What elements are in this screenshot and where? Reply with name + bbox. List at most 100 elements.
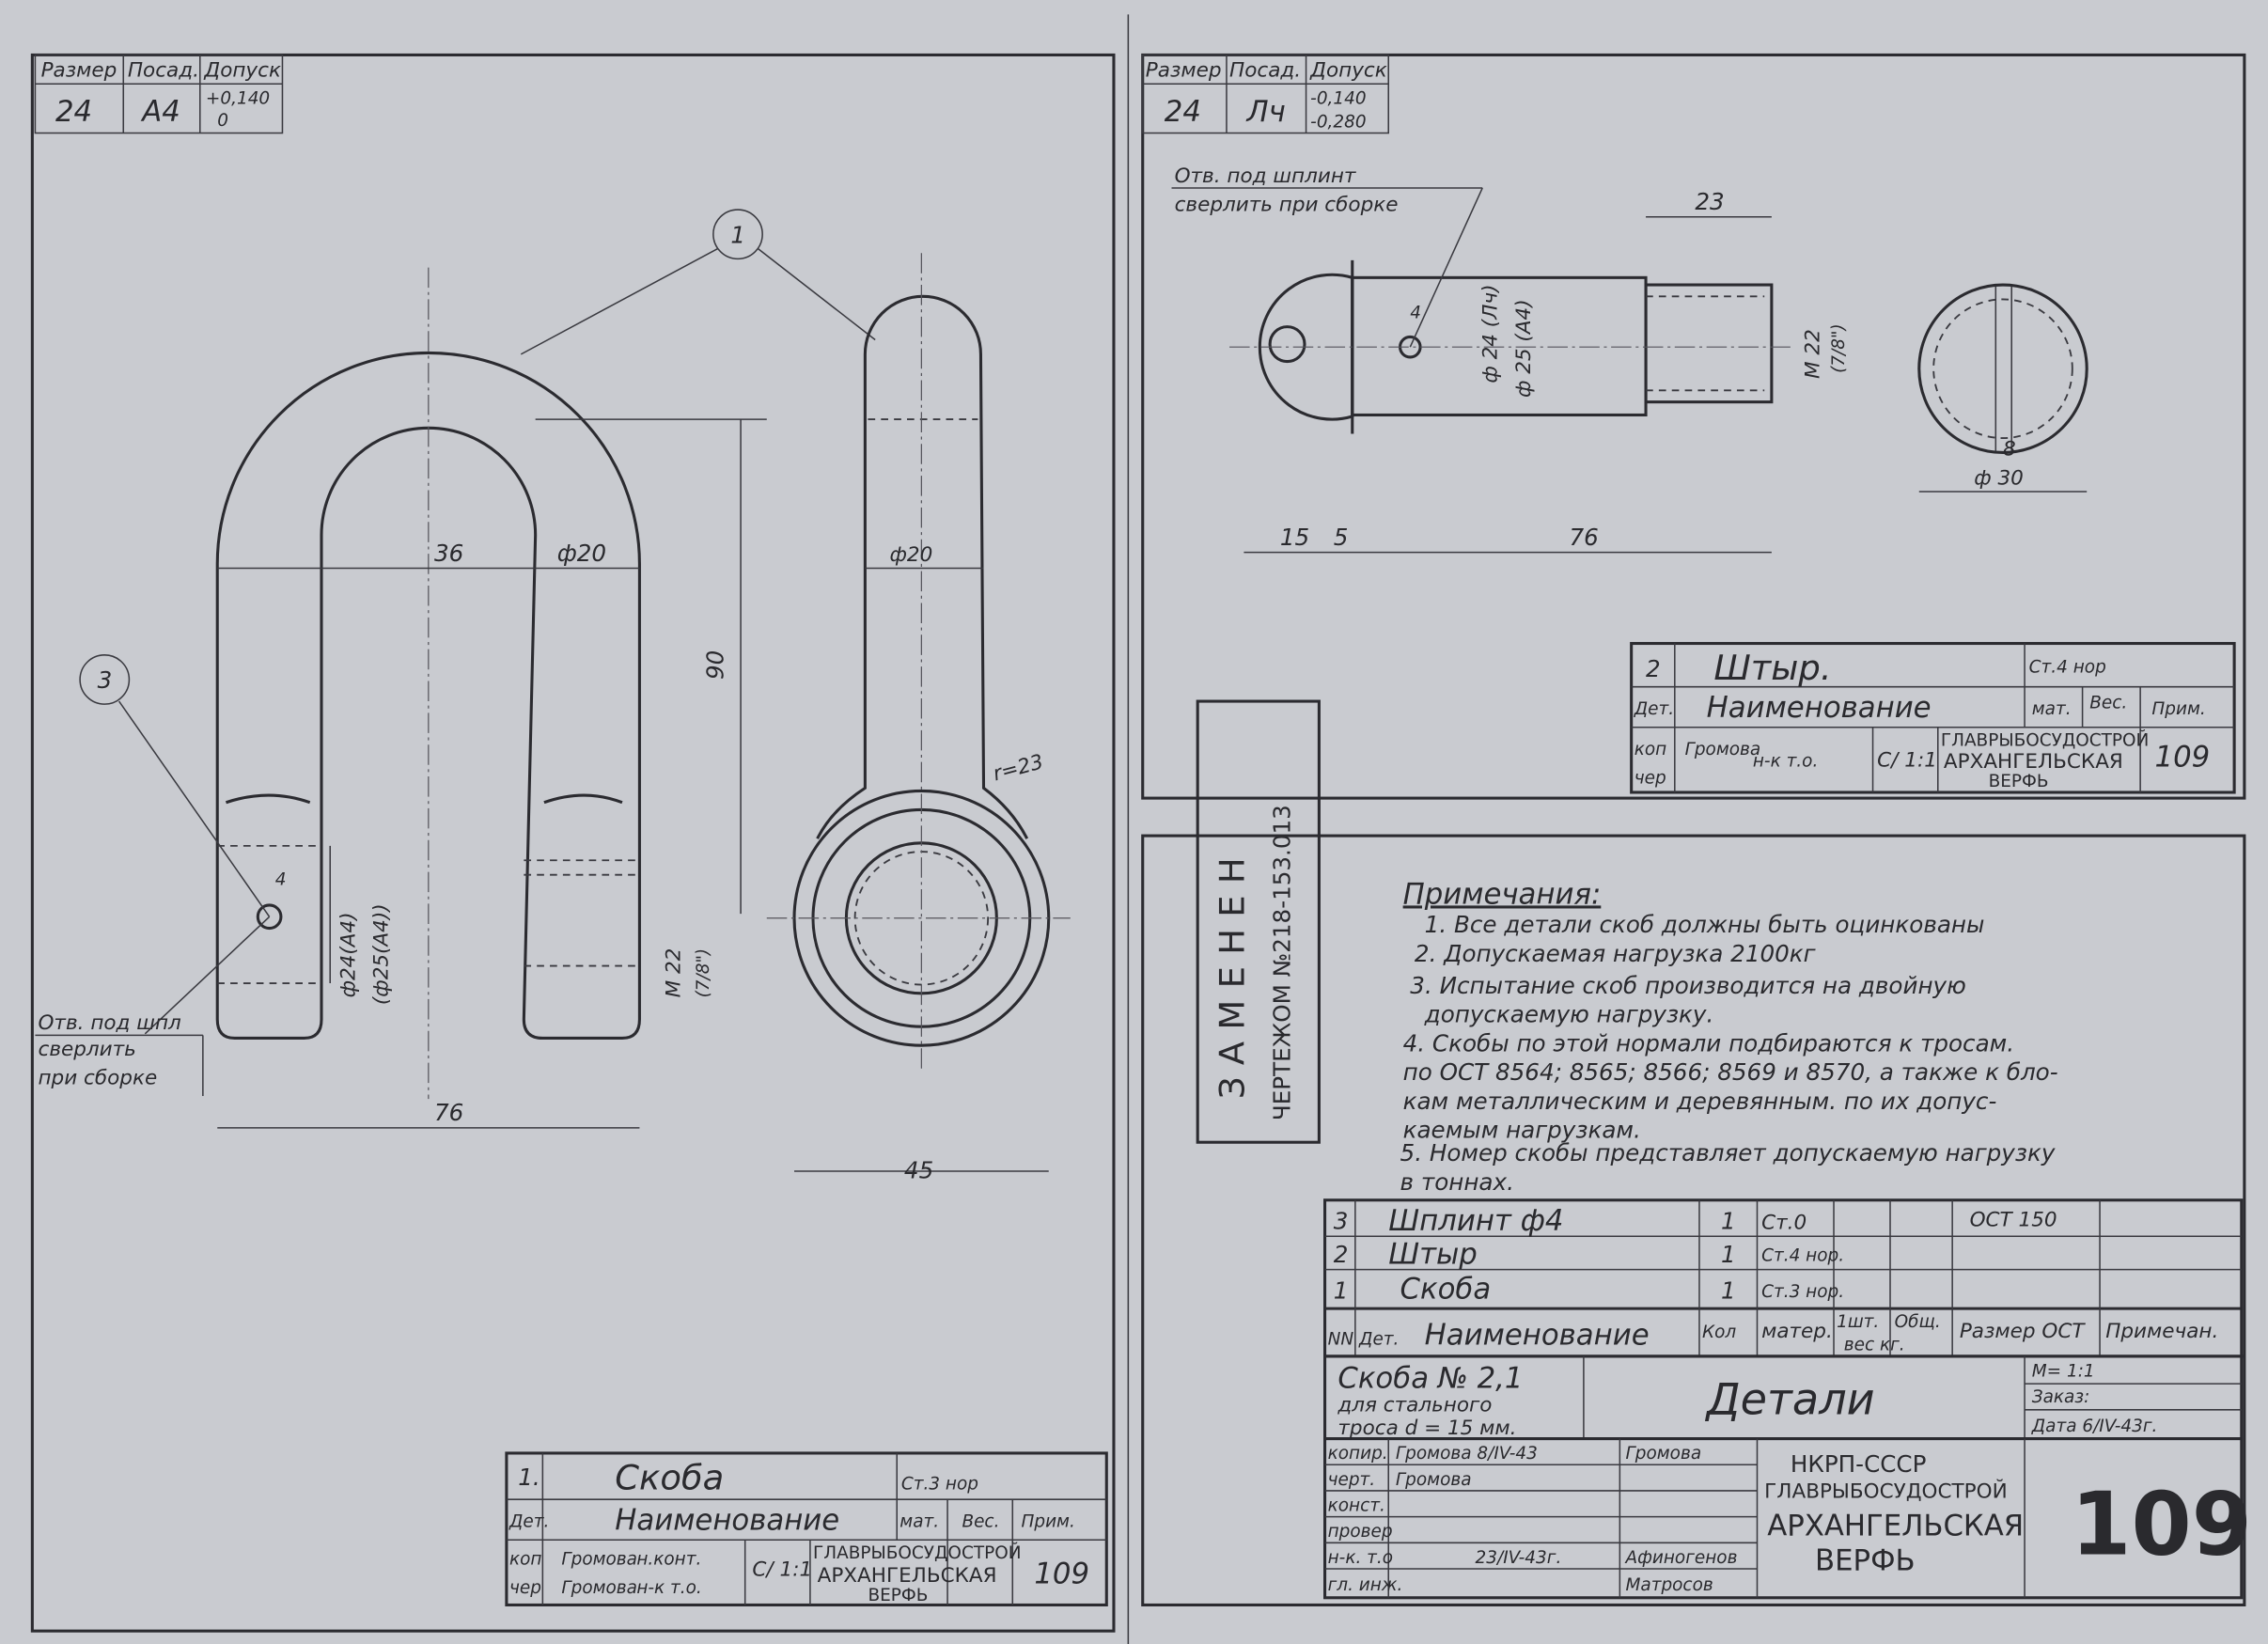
left-sheet-frame xyxy=(30,53,1116,1633)
main-title-block: Скоба № 2,1 для стального троса d = 15 м… xyxy=(1323,1354,2252,1600)
svg-text:Прим.: Прим. xyxy=(2151,699,2205,719)
svg-text:н-к. т.о: н-к. т.о xyxy=(1328,1548,1393,1568)
svg-text:кам металлическим и деревянным: кам металлическим и деревянным. по их до… xyxy=(1403,1088,1997,1115)
svg-text:ОСТ 150: ОСТ 150 xyxy=(1970,1208,2057,1231)
svg-text:24: 24 xyxy=(55,95,92,129)
spec-row: 2 Штыр 1 Ст.4 нор. xyxy=(1334,1237,1844,1271)
svg-text:ГЛАВРЫБОСУДОСТРОЙ: ГЛАВРЫБОСУДОСТРОЙ xyxy=(1764,1480,2007,1504)
svg-text:ВЕРФЬ: ВЕРФЬ xyxy=(1815,1544,1916,1578)
svg-text:Вес.: Вес. xyxy=(962,1511,999,1531)
callout-part-3: 3 Отв. под шпл сверлить при сборке xyxy=(35,654,271,1096)
svg-text:С/ 1:1: С/ 1:1 xyxy=(752,1558,812,1582)
svg-text:мат.: мат. xyxy=(2032,699,2072,719)
svg-text:Наименование: Наименование xyxy=(615,1503,839,1537)
svg-text:чер: чер xyxy=(1635,769,1666,789)
svg-text:Громова 8/IV-43: Громова 8/IV-43 xyxy=(1396,1444,1538,1464)
svg-text:н-к т.о.: н-к т.о. xyxy=(1753,751,1818,771)
svg-text:90: 90 xyxy=(702,650,729,680)
svg-text:M 22: M 22 xyxy=(662,948,685,998)
svg-text:троса d = 15 мм.: троса d = 15 мм. xyxy=(1337,1417,1516,1440)
svg-text:ЗАМЕНЕН: ЗАМЕНЕН xyxy=(1212,846,1252,1099)
svg-text:36: 36 xyxy=(434,540,463,567)
svg-text:коп: коп xyxy=(509,1549,541,1569)
svg-text:каемым нагрузкам.: каемым нагрузкам. xyxy=(1403,1117,1641,1144)
svg-text:109: 109 xyxy=(1034,1557,1089,1590)
svg-text:Громова: Громова xyxy=(1626,1444,1702,1464)
svg-text:Матросов: Матросов xyxy=(1626,1575,1713,1595)
pin-side-view: ф 24 (Лч) ф 25 (А4) M 22 (7/8") 23 15 5 … xyxy=(1171,164,1849,554)
svg-text:ф20: ф20 xyxy=(890,543,933,567)
spec-row: 1 Скоба 1 Ст.3 нор. xyxy=(1334,1272,1844,1306)
svg-text:Примечания:: Примечания: xyxy=(1403,877,1602,911)
svg-text:Наименование: Наименование xyxy=(1707,691,1932,725)
right-title-block: 2 Штыр. Ст.4 нор Дет. Наименование мат. … xyxy=(1630,641,2236,794)
svg-text:5. Номер скобы представляет до: 5. Номер скобы представляет допускаемую … xyxy=(1400,1139,2056,1166)
svg-text:в тоннах.: в тоннах. xyxy=(1400,1168,1514,1196)
svg-text:4: 4 xyxy=(1410,303,1421,322)
svg-text:Заказ:: Заказ: xyxy=(2032,1387,2090,1407)
svg-text:при сборке: при сборке xyxy=(38,1067,157,1090)
svg-text:Ст.3 нор.: Ст.3 нор. xyxy=(1761,1282,1844,1302)
svg-text:3: 3 xyxy=(98,666,113,694)
svg-text:Посад.: Посад. xyxy=(128,59,199,83)
svg-text:копир.: копир. xyxy=(1328,1444,1388,1464)
svg-text:ф24(А4): ф24(А4) xyxy=(336,912,360,997)
svg-text:Афиногенов: Афиногенов xyxy=(1625,1548,1738,1568)
svg-text:109: 109 xyxy=(2071,1474,2252,1575)
svg-text:(7/8"): (7/8") xyxy=(694,948,713,998)
svg-text:-0,280: -0,280 xyxy=(1310,112,1366,132)
svg-text:Кол: Кол xyxy=(1702,1323,1736,1342)
svg-text:Посад.: Посад. xyxy=(1229,59,1301,83)
spec-table: 3 Шплинт ф4 1 Ст.0 ОСТ 150 2 Штыр 1 Ст.4… xyxy=(1323,1198,2244,1358)
svg-text:Дет.: Дет. xyxy=(1634,699,1674,719)
right-top-frame xyxy=(1141,53,2246,800)
svg-text:Дет.: Дет. xyxy=(508,1511,549,1531)
svg-text:8: 8 xyxy=(2003,438,2016,462)
svg-text:-0,140: -0,140 xyxy=(1310,89,1366,109)
svg-text:2: 2 xyxy=(1334,1241,1349,1268)
svg-text:для стального: для стального xyxy=(1337,1393,1492,1417)
svg-text:45: 45 xyxy=(904,1157,933,1184)
svg-text:ВЕРФЬ: ВЕРФЬ xyxy=(1989,772,2049,791)
svg-text:4. Скобы по этой нормали подби: 4. Скобы по этой нормали подбираются к т… xyxy=(1403,1029,2014,1057)
replaced-stamp: ЗАМЕНЕН ЧЕРТЕЖОМ №218-153.013 xyxy=(1196,699,1321,1144)
svg-text:Ст.4 нор.: Ст.4 нор. xyxy=(1761,1245,1844,1265)
svg-text:Ст.3 нор: Ст.3 нор xyxy=(901,1474,978,1494)
svg-text:Ст.4 нор: Ст.4 нор xyxy=(2029,657,2106,677)
right-tolerance-table: Размер Посад. Допуск 24 Лч -0,140 -0,280 xyxy=(1141,54,1390,134)
svg-text:Размер: Размер xyxy=(1146,59,1222,83)
svg-text:Прим.: Прим. xyxy=(1022,1511,1075,1531)
svg-text:Громова: Громова xyxy=(561,1549,637,1569)
svg-text:1: 1 xyxy=(1334,1276,1349,1304)
svg-text:гл. инж.: гл. инж. xyxy=(1328,1575,1403,1595)
svg-text:Отв. под шпл: Отв. под шпл xyxy=(38,1011,181,1035)
spec-row: 3 Шплинт ф4 1 Ст.0 ОСТ 150 xyxy=(1334,1204,2057,1238)
svg-text:(7/8"): (7/8") xyxy=(1829,323,1849,373)
svg-text:Скоба: Скоба xyxy=(1400,1272,1492,1306)
svg-text:5: 5 xyxy=(1334,524,1349,551)
svg-text:допускаемую нагрузку.: допускаемую нагрузку. xyxy=(1424,1001,1714,1028)
svg-text:Размер ОСТ: Размер ОСТ xyxy=(1960,1320,2087,1343)
right-bottom-frame xyxy=(1141,834,2246,1607)
svg-text:Шплинт ф4: Шплинт ф4 xyxy=(1388,1204,1563,1238)
svg-text:н-к т.о.: н-к т.о. xyxy=(636,1578,701,1598)
svg-text:Скоба № 2,1: Скоба № 2,1 xyxy=(1337,1362,1523,1396)
svg-text:АРХАНГЕЛЬСКАЯ: АРХАНГЕЛЬСКАЯ xyxy=(818,1564,997,1588)
svg-text:ф20: ф20 xyxy=(557,540,606,567)
svg-text:1: 1 xyxy=(1721,1276,1736,1304)
svg-text:черт.: черт. xyxy=(1328,1470,1376,1490)
pin-end-view: 8 ф 30 xyxy=(1917,283,2088,493)
svg-text:ВЕРФЬ: ВЕРФЬ xyxy=(868,1586,928,1605)
svg-text:С/ 1:1: С/ 1:1 xyxy=(1877,748,1937,772)
svg-text:матер.: матер. xyxy=(1761,1320,1833,1343)
svg-text:1. Все детали скоб должны быть: 1. Все детали скоб должны быть оцинкован… xyxy=(1425,911,1985,938)
svg-text:1: 1 xyxy=(1721,1208,1736,1235)
svg-text:4: 4 xyxy=(275,869,287,889)
svg-text:NN Дет.: NN Дет. xyxy=(1328,1330,1400,1350)
svg-text:ГЛАВРЫБОСУДОСТРОЙ: ГЛАВРЫБОСУДОСТРОЙ xyxy=(1941,730,2150,751)
svg-text:ЧЕРТЕЖОМ №218-153.013: ЧЕРТЕЖОМ №218-153.013 xyxy=(1269,805,1296,1120)
svg-text:Общ.: Общ. xyxy=(1895,1312,1941,1332)
svg-text:конст.: конст. xyxy=(1328,1495,1385,1515)
svg-text:Лч: Лч xyxy=(1245,95,1285,129)
